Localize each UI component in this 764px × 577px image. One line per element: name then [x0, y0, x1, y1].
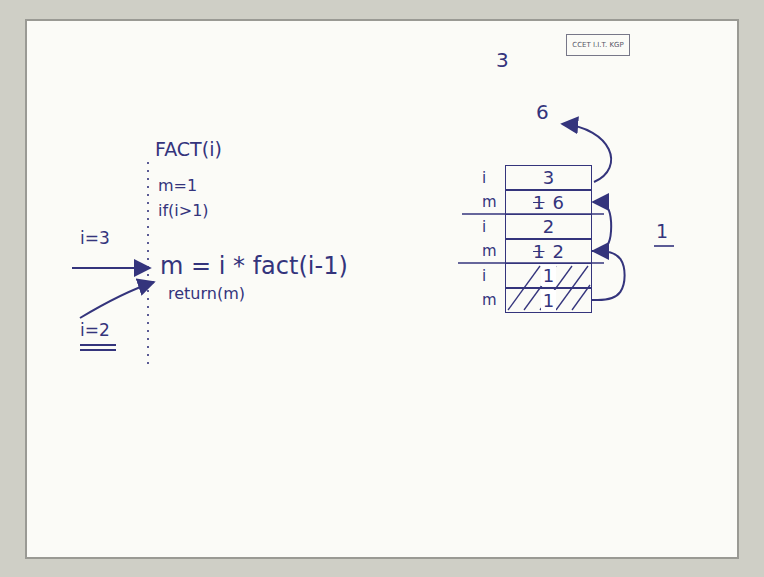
- cell-value: 6: [551, 192, 566, 213]
- note-text: 6: [536, 100, 549, 124]
- code-line: return(m): [168, 284, 245, 303]
- variable-name: m: [482, 193, 497, 211]
- underline: [654, 245, 674, 247]
- cell-value: 1: [531, 241, 546, 262]
- stack-cell: i1: [505, 263, 592, 288]
- variable-name: m: [482, 242, 497, 260]
- return-value-arrow: [592, 202, 611, 251]
- paper-sheet: [26, 20, 738, 558]
- stack-cell: i3: [505, 165, 592, 190]
- stamp-text: CCET I.I.T. KGP: [572, 41, 623, 49]
- stack-cell: m12: [505, 239, 592, 264]
- cell-value: 3: [541, 167, 556, 188]
- code-line: m = i * fact(i-1): [160, 252, 348, 280]
- note-text: i=3: [80, 228, 110, 248]
- variable-name: m: [482, 291, 497, 309]
- note-text: i=2: [80, 320, 110, 340]
- stack-cell: i2: [505, 214, 592, 239]
- underline: [80, 349, 116, 351]
- code-line: FACT(i): [155, 138, 222, 160]
- cell-value: 1: [541, 265, 556, 286]
- stack-cell: m16: [505, 190, 592, 215]
- pointer-arrow: [72, 267, 150, 269]
- cell-value: 2: [551, 241, 566, 262]
- note-text: 3: [496, 48, 509, 72]
- pointer-arrow: [80, 282, 154, 318]
- code-line: m=1: [158, 176, 197, 195]
- variable-name: i: [482, 218, 486, 236]
- code-margin: [147, 162, 149, 365]
- return-value-arrow: [592, 251, 625, 300]
- stamp-box: CCET I.I.T. KGP: [566, 34, 630, 56]
- return-arrow: [562, 124, 611, 182]
- stack-cell: m1: [505, 288, 592, 313]
- variable-name: i: [482, 267, 486, 285]
- variable-name: i: [482, 169, 486, 187]
- underline: [80, 344, 116, 346]
- note-text: 1: [656, 220, 668, 242]
- code-line: if(i>1): [158, 201, 209, 220]
- cell-value: 1: [531, 192, 546, 213]
- cell-value: 2: [541, 216, 556, 237]
- cell-value: 1: [541, 290, 556, 311]
